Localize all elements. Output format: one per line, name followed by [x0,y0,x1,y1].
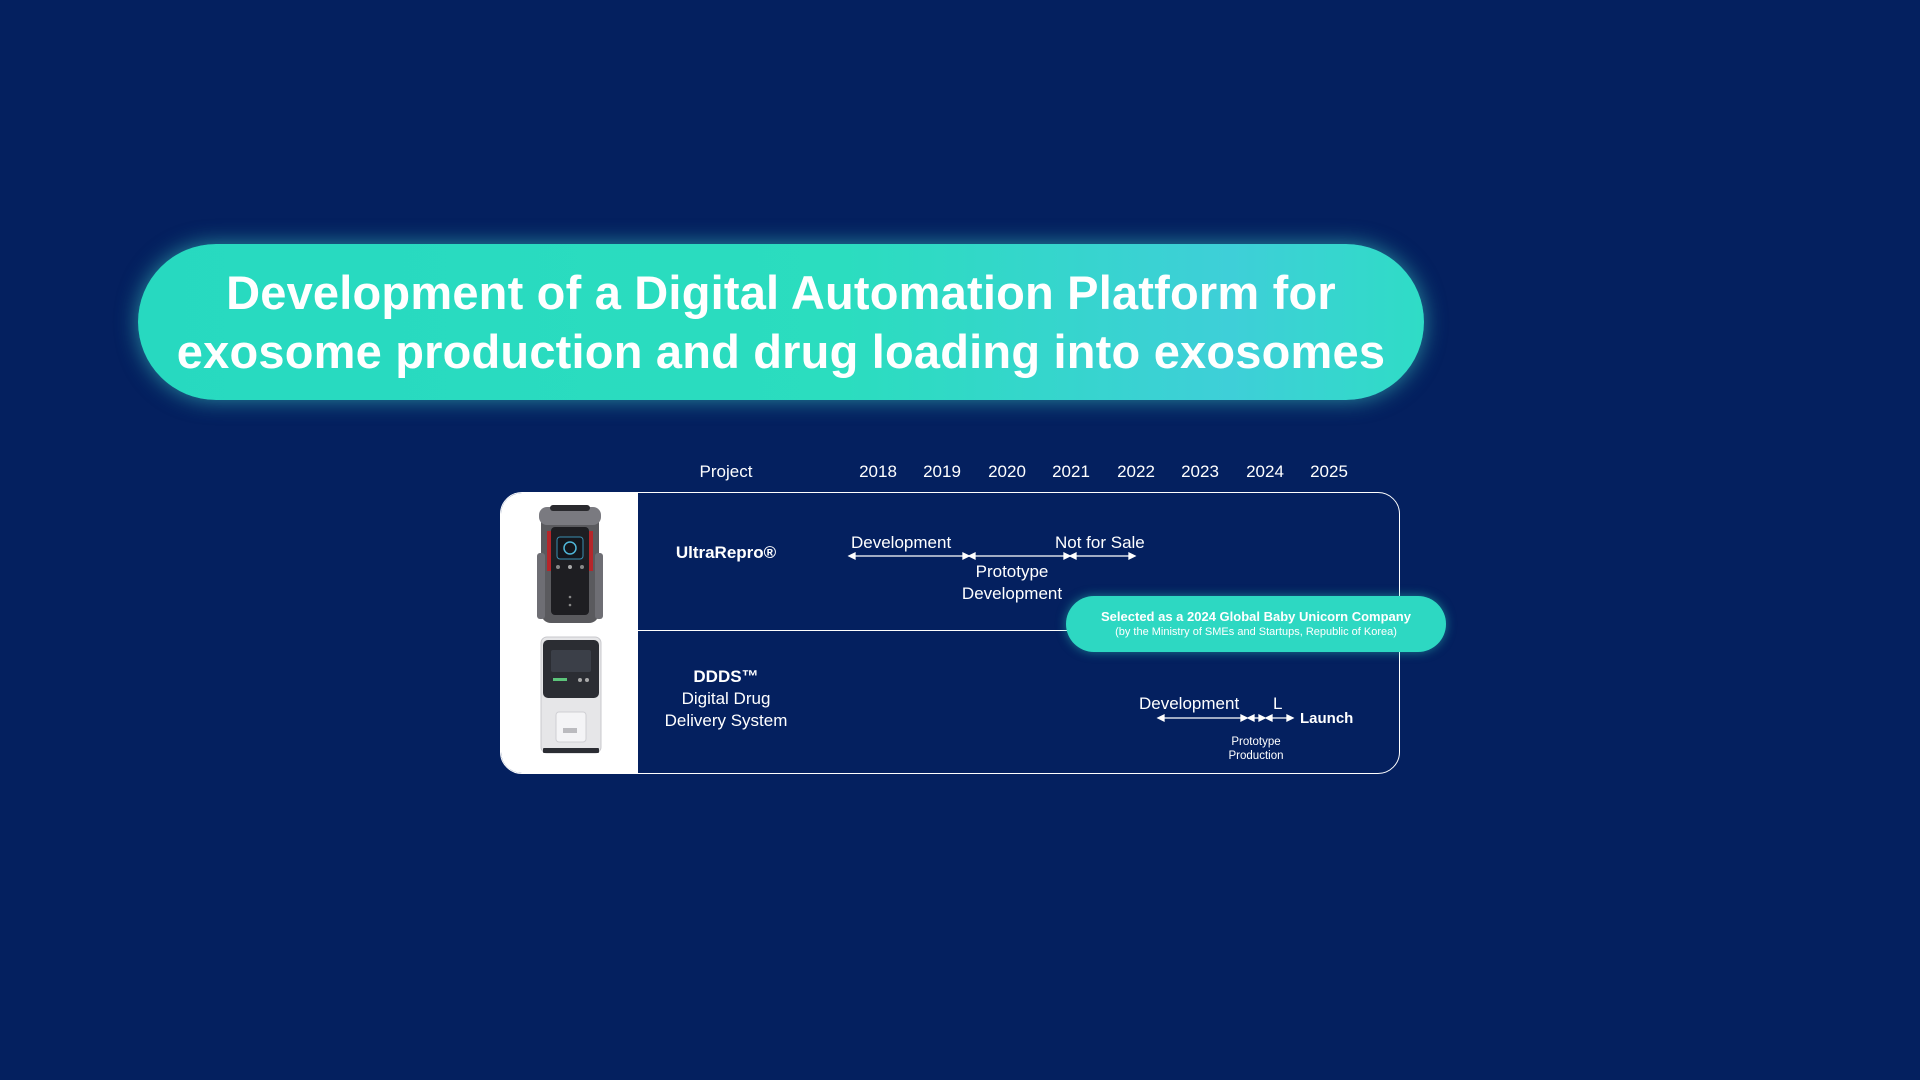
year-2024: 2024 [1246,462,1284,481]
ddds-prototype-label-1: Prototype [1231,736,1281,748]
year-2019: 2019 [923,462,961,481]
unicorn-badge: Selected as a 2024 Global Baby Unicorn C… [1066,596,1446,652]
ultrarepro-development-label: Development [851,533,952,552]
year-2025: 2025 [1310,462,1348,481]
year-2018: 2018 [859,462,897,481]
ultrarepro-device-image [537,505,603,623]
ultrarepro-prototype-label-2: Development [961,584,1063,603]
product-ddds-subtitle-1: Digital Drug [681,689,771,708]
product-ddds: DDDS™ Digital Drug Delivery System [665,666,788,732]
year-2020: 2020 [988,462,1026,481]
badge-sub-text: (by the Ministry of SMEs and Startups, R… [1115,626,1397,638]
ddds-development-label: Development [1139,694,1240,713]
row-divider [638,630,1399,631]
ddds-prototype-label-2: Production [1228,750,1284,762]
title-line-2: exosome production and drug loading into… [176,325,1386,378]
product-ultrarepro-name: UltraRepro® [675,543,777,562]
product-image-column [501,493,638,773]
product-ddds-name: DDDS™ [693,667,759,686]
year-2023: 2023 [1181,462,1219,481]
product-ddds-subtitle-2: Delivery System [664,711,788,730]
ddds-launch-label: Launch [1300,710,1354,727]
product-ultrarepro: UltraRepro® [676,542,776,564]
title-line-1: Development of a Digital Automation Plat… [226,266,1336,319]
title-banner: Development of a Digital Automation Plat… [138,244,1424,400]
ddds-l-label: L [1273,694,1283,713]
badge-main-text: Selected as a 2024 Global Baby Unicorn C… [1101,609,1411,624]
ultrarepro-not-for-sale-label: Not for Sale [1055,533,1145,552]
project-header: Project [699,462,753,481]
year-2022: 2022 [1117,462,1155,481]
ultrarepro-prototype-label-1: Prototype [975,562,1049,581]
year-2021: 2021 [1052,462,1090,481]
